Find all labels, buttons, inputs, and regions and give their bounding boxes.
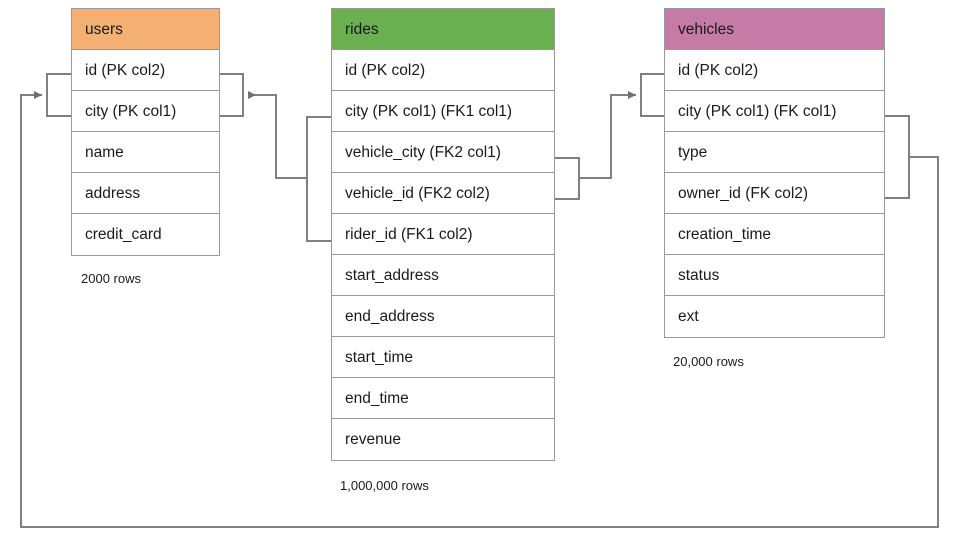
field-users-credit-card[interactable]: credit_card bbox=[72, 214, 219, 255]
field-users-id[interactable]: id (PK col2) bbox=[72, 50, 219, 91]
table-rides-header: rides bbox=[332, 9, 554, 50]
field-vehicles-ext[interactable]: ext bbox=[665, 296, 884, 337]
table-rides-rows-label: 1,000,000 rows bbox=[340, 478, 429, 493]
field-users-address[interactable]: address bbox=[72, 173, 219, 214]
table-vehicles-header: vehicles bbox=[665, 9, 884, 50]
field-rides-city[interactable]: city (PK col1) (FK1 col1) bbox=[332, 91, 554, 132]
connector-rides-to-users bbox=[248, 91, 307, 179]
field-rides-vehicle-id[interactable]: vehicle_id (FK2 col2) bbox=[332, 173, 554, 214]
field-users-city[interactable]: city (PK col1) bbox=[72, 91, 219, 132]
table-vehicles[interactable]: vehicles id (PK col2) city (PK col1) (FK… bbox=[664, 8, 885, 338]
field-rides-end-time[interactable]: end_time bbox=[332, 378, 554, 419]
field-vehicles-owner-id[interactable]: owner_id (FK col2) bbox=[665, 173, 884, 214]
bracket-users-right bbox=[220, 73, 244, 117]
field-rides-vehicle-city[interactable]: vehicle_city (FK2 col1) bbox=[332, 132, 554, 173]
field-rides-end-address[interactable]: end_address bbox=[332, 296, 554, 337]
connector-rides-to-vehicles bbox=[579, 91, 636, 179]
field-rides-start-time[interactable]: start_time bbox=[332, 337, 554, 378]
field-rides-start-address[interactable]: start_address bbox=[332, 255, 554, 296]
bracket-users-left bbox=[46, 73, 71, 117]
table-vehicles-title: vehicles bbox=[678, 21, 734, 38]
field-vehicles-creation-time[interactable]: creation_time bbox=[665, 214, 884, 255]
table-users-title: users bbox=[85, 21, 123, 38]
field-vehicles-status[interactable]: status bbox=[665, 255, 884, 296]
bracket-rides-left bbox=[306, 116, 331, 242]
field-vehicles-city[interactable]: city (PK col1) (FK col1) bbox=[665, 91, 884, 132]
table-users[interactable]: users id (PK col2) city (PK col1) name a… bbox=[71, 8, 220, 256]
bracket-rides-right bbox=[555, 157, 580, 200]
table-users-rows-label: 2000 rows bbox=[81, 271, 141, 286]
field-rides-id[interactable]: id (PK col2) bbox=[332, 50, 554, 91]
table-users-header: users bbox=[72, 9, 219, 50]
field-users-name[interactable]: name bbox=[72, 132, 219, 173]
table-vehicles-rows-label: 20,000 rows bbox=[673, 354, 744, 369]
field-rides-rider-id[interactable]: rider_id (FK1 col2) bbox=[332, 214, 554, 255]
table-rides[interactable]: rides id (PK col2) city (PK col1) (FK1 c… bbox=[331, 8, 555, 461]
field-vehicles-id[interactable]: id (PK col2) bbox=[665, 50, 884, 91]
table-rides-title: rides bbox=[345, 21, 379, 38]
bracket-vehicles-left bbox=[640, 73, 664, 117]
field-vehicles-type[interactable]: type bbox=[665, 132, 884, 173]
field-rides-revenue[interactable]: revenue bbox=[332, 419, 554, 460]
bracket-vehicles-right bbox=[885, 115, 910, 199]
